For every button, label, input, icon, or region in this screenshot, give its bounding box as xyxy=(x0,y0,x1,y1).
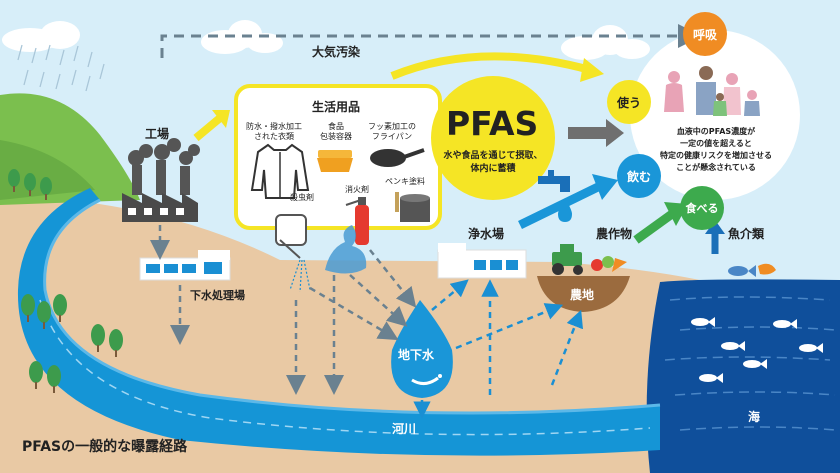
sea-waves xyxy=(664,296,836,431)
rain xyxy=(17,44,105,92)
factory-icon xyxy=(122,138,200,222)
seafood-label: 魚介類 xyxy=(728,227,765,241)
groundwater-to-farm-arrow xyxy=(455,303,564,350)
waterproof-line1: 防水・撥水加工 xyxy=(246,122,302,131)
paint-can-icon xyxy=(395,192,430,222)
daily-goods-label: 生活用品 xyxy=(312,100,361,114)
trees xyxy=(8,169,123,393)
eat-arrow xyxy=(633,210,675,244)
route-drink: 飲む xyxy=(617,154,661,198)
food-label: 食品 包装容器 xyxy=(320,122,352,142)
frying-pan-icon xyxy=(370,148,425,167)
water-plant-label: 浄水場 xyxy=(468,227,505,241)
body-note-line1: 血液中のPFAS濃度が xyxy=(676,127,756,136)
runoff-to-groundwater-arrow xyxy=(349,274,408,327)
insecticide-icon xyxy=(275,214,311,293)
body-note: 血液中のPFAS濃度が 一定の値を超えると 特定の健康リスクを増加させる ことが… xyxy=(652,126,780,174)
body-note-line2: 一定の値を超えると xyxy=(680,139,752,148)
factory-to-goods-arrow xyxy=(193,114,223,142)
air-pollution-arrow xyxy=(160,24,702,58)
pfas-desc-line2: 体内に蓄積 xyxy=(470,164,516,174)
insecticide-label: 殺虫剤 xyxy=(290,193,314,202)
waterproof-label: 防水・撥水加工 された衣類 xyxy=(246,122,302,142)
drink-arrow xyxy=(518,181,602,230)
pan-label: フッ素加工の フライパン xyxy=(368,122,416,142)
food-container-icon xyxy=(317,150,353,172)
river-label: 河川 xyxy=(392,422,417,436)
tractor-icon xyxy=(552,244,583,275)
crops-label: 農作物 xyxy=(596,227,633,241)
route-use: 使う xyxy=(607,80,651,124)
pan-line2: フライパン xyxy=(371,132,413,141)
air-pollution-label: 大気汚染 xyxy=(312,45,361,59)
family-icon xyxy=(664,66,760,116)
pfas-desc: 水や食品を通じて摂取、 体内に蓄積 xyxy=(437,150,549,176)
route-eat: 食べる xyxy=(680,186,724,230)
extinguisher-label: 消火剤 xyxy=(345,185,369,194)
food-line1: 食品 xyxy=(328,122,344,131)
sewage-plant-label: 下水処理場 xyxy=(190,289,245,302)
river-path xyxy=(17,188,661,456)
sea-label: 海 xyxy=(748,410,761,424)
paint-label: ペンキ塗料 xyxy=(385,177,425,186)
insecticide-to-groundwater-arrow xyxy=(309,286,399,341)
fish xyxy=(691,317,823,383)
diagram-title: PFASの一般的な曝露経路 xyxy=(22,439,188,455)
groundwater-label: 地下水 xyxy=(398,348,435,362)
faucet-icon xyxy=(538,170,572,222)
pfas-title: PFAS xyxy=(446,104,539,143)
sewage-plant-icon xyxy=(139,250,231,281)
pfas-circle xyxy=(431,76,555,200)
body-note-line3: 特定の健康リスクを増加させる xyxy=(660,151,772,160)
pan-line1: フッ素加工の xyxy=(368,122,416,131)
body-note-line4: ことが懸念されている xyxy=(676,163,756,172)
food-line2: 包装容器 xyxy=(320,132,352,141)
farmland-icon xyxy=(537,276,630,312)
waterproof-line2: された衣類 xyxy=(254,132,294,141)
goods-to-use-arrow xyxy=(390,52,592,80)
pfas-to-body-arrow xyxy=(568,119,624,147)
clouds xyxy=(2,20,650,60)
runoff-icon xyxy=(325,225,367,274)
route-breathe: 呼吸 xyxy=(683,12,727,56)
sea xyxy=(646,279,840,473)
vegetables-icon xyxy=(591,256,627,272)
water-plant-icon xyxy=(437,243,527,279)
seafood-icon xyxy=(728,263,776,277)
river-to-farm-arrow xyxy=(550,309,583,386)
factory-label: 工場 xyxy=(145,127,170,141)
pfas-desc-line1: 水や食品を通じて摂取、 xyxy=(443,151,543,161)
farmland-label: 農地 xyxy=(570,288,595,302)
jacket-icon xyxy=(250,143,310,199)
extinguisher-icon xyxy=(345,197,369,245)
